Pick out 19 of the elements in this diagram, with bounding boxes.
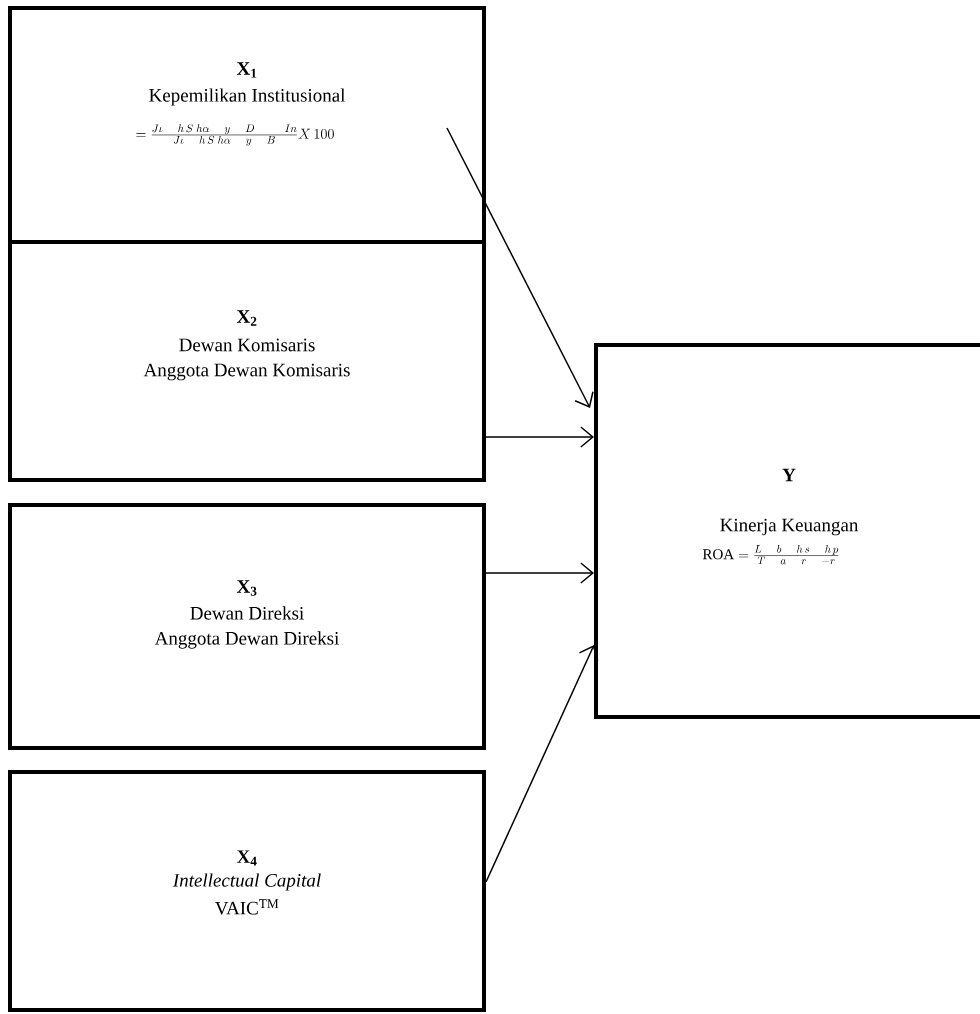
variable-name: Dewan Komisaris — [179, 338, 315, 352]
measure-text: VAIC$^{TM}$ — [215, 899, 279, 915]
variable-name: Intellectual Capital — [172, 873, 321, 891]
formula: $= \frac{J\iota \quad h\,S\; h\alpha \quad y \quad D \quad\quad In}{J\iota \quad h\,S\; h\alpha \quad y \quad B} X\,100$ — [136, 124, 334, 146]
variable-label: Y — [782, 468, 796, 482]
variable-label: X$_{2}$ — [236, 310, 257, 326]
variable-label: X$_{3}$ — [236, 580, 257, 596]
variable-name: Kinerja Keuangan — [720, 518, 859, 536]
measure-text: Anggota Dewan Direksi — [154, 631, 339, 649]
variable-label: X$_{4}$ — [236, 850, 257, 866]
arrow — [485, 562, 594, 584]
arrow — [446, 127, 594, 408]
variable-label: X$_{1}$ — [236, 62, 257, 78]
measure-text: Anggota Dewan Komisaris — [143, 363, 350, 381]
variable-name: Kepemilikan Institusional — [149, 88, 346, 106]
arrow — [485, 645, 599, 883]
variable-name: Dewan Direksi — [190, 606, 304, 620]
arrow — [485, 426, 594, 448]
formula: $\mathrm{ROA} = \frac{L \quad b \quad h\,s \quad h\,p}{T \quad a \quad r \quad -r}$ — [702, 544, 839, 565]
